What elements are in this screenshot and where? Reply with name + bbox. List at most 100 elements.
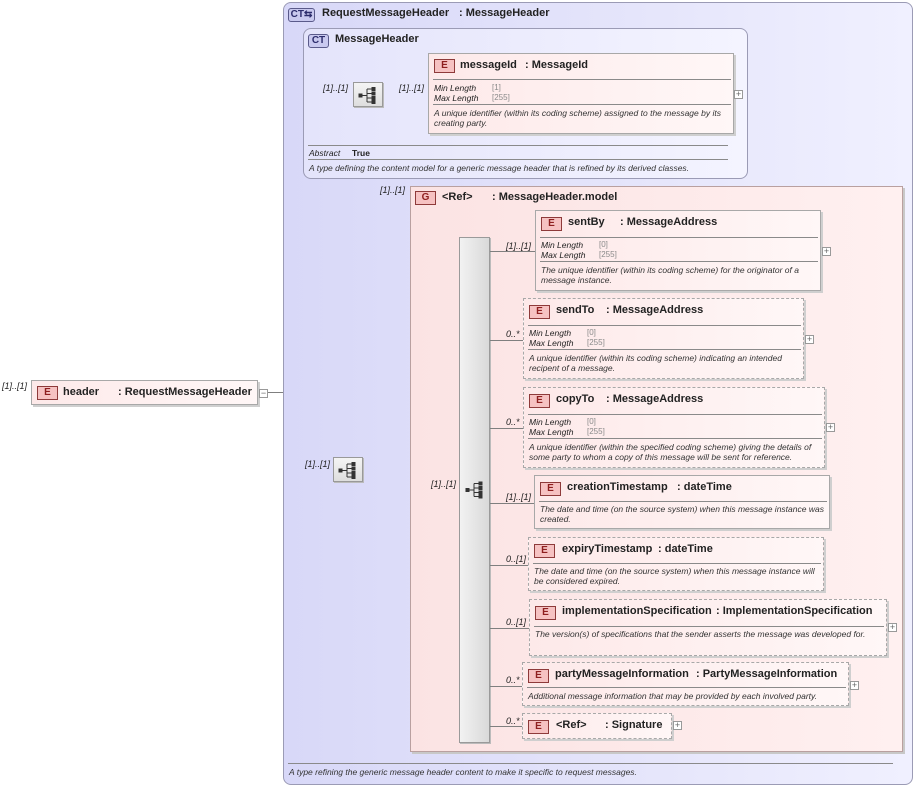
facet-label: Max Length [529, 338, 574, 348]
sequence-compositor-bar[interactable] [459, 237, 490, 743]
complex-type-base: : MessageHeader [459, 7, 550, 19]
element-name: creationTimestamp [567, 481, 668, 493]
facet-value: [255] [492, 93, 510, 102]
sequence2-cardinality: [1]..[1] [305, 459, 331, 469]
header-element[interactable]: E header : RequestMessageHeader [31, 380, 258, 405]
complex-type-badge: CT⇆ [288, 8, 315, 22]
element-name: copyTo [556, 393, 595, 405]
implementation-specification-element[interactable]: E implementationSpecification : Implemen… [529, 599, 887, 656]
element-documentation: A unique identifier (within its coding s… [434, 108, 721, 128]
element-badge: E [541, 217, 562, 231]
group-name: : MessageHeader.model [492, 191, 618, 203]
element-name: sendTo [556, 304, 595, 316]
element-type: : MessageAddress [606, 304, 704, 316]
message-id-element[interactable]: E messageId : MessageId Min Length [1] M… [428, 53, 734, 134]
sequence-cardinality-out: [1]..[1] [399, 83, 425, 93]
complex-type-documentation: A type refining the generic message head… [289, 767, 637, 777]
root-cardinality: [1]..[1] [2, 381, 28, 391]
element-type: : dateTime [658, 543, 713, 555]
facet-label: Max Length [529, 427, 574, 437]
element-type: : MessageId [525, 59, 588, 71]
element-documentation: Additional message information that may … [528, 691, 818, 701]
creation-timestamp-element[interactable]: E creationTimestamp : dateTime The date … [534, 475, 830, 529]
element-type: : MessageAddress [606, 393, 704, 405]
element-name: <Ref> [556, 719, 587, 731]
expand-icon[interactable]: + [826, 422, 835, 432]
sequence-cardinality-in: [1]..[1] [323, 83, 349, 93]
expand-icon[interactable]: + [822, 246, 831, 256]
facet-label: Min Length [529, 417, 572, 427]
element-badge: E [37, 386, 58, 400]
facet-value: [255] [587, 338, 605, 347]
element-cardinality: 0..* [506, 329, 520, 339]
element-documentation: The version(s) of specifications that th… [535, 629, 866, 639]
expand-icon[interactable]: + [734, 89, 743, 99]
expiry-timestamp-element[interactable]: E expiryTimestamp : dateTime The date an… [528, 537, 824, 591]
facet-value: [0] [587, 417, 596, 426]
element-cardinality: 0..[1] [506, 554, 527, 564]
element-cardinality: [1]..[1] [506, 241, 532, 251]
send-to-element[interactable]: E sendTo : MessageAddress Min Length [0]… [523, 298, 804, 379]
element-cardinality: 0..* [506, 675, 520, 685]
facet-label: Min Length [434, 83, 477, 93]
expand-icon[interactable]: + [673, 720, 682, 730]
abstract-label: Abstract [309, 148, 341, 158]
element-name: implementationSpecification [562, 605, 712, 617]
facet-label: Min Length [541, 240, 584, 250]
collapse-icon[interactable]: − [259, 388, 268, 398]
element-name: header [63, 386, 100, 398]
element-documentation: The unique identifier (within its coding… [541, 265, 799, 285]
element-documentation: The date and time (on the source system)… [534, 566, 815, 586]
element-type: : PartyMessageInformation [696, 668, 838, 680]
element-badge: E [434, 59, 455, 73]
sequence-compositor-icon[interactable] [333, 457, 363, 482]
complex-type-title: RequestMessageHeader [322, 7, 450, 19]
element-cardinality: 0..* [506, 417, 520, 427]
copy-to-element[interactable]: E copyTo : MessageAddress Min Length [0]… [523, 387, 825, 468]
signature-ref-element[interactable]: E <Ref> : Signature [522, 713, 672, 739]
element-cardinality: 0..[1] [506, 617, 527, 627]
expand-icon[interactable]: + [805, 334, 814, 344]
element-type: : RequestMessageHeader [118, 386, 252, 398]
abstract-value: True [352, 148, 370, 158]
element-badge: E [528, 669, 549, 683]
element-name: expiryTimestamp [562, 543, 653, 555]
element-name: partyMessageInformation [555, 668, 689, 680]
element-documentation: The date and time (on the source system)… [540, 504, 824, 524]
element-cardinality: [1]..[1] [506, 492, 532, 502]
element-cardinality: 0..* [506, 716, 520, 726]
group-sequence-cardinality: [1]..[1] [431, 479, 457, 489]
facet-label: Min Length [529, 328, 572, 338]
expand-icon[interactable]: + [850, 680, 859, 690]
group-cardinality: [1]..[1] [380, 185, 406, 195]
element-badge: E [529, 394, 550, 408]
element-name: messageId [460, 59, 517, 71]
element-type: : ImplementationSpecification [716, 605, 873, 617]
sent-by-element[interactable]: E sentBy : MessageAddress Min Length [0]… [535, 210, 821, 291]
group-ref: <Ref> [442, 191, 473, 203]
element-documentation: A unique identifier (within its coding s… [529, 353, 782, 373]
sequence-compositor-icon[interactable] [353, 82, 383, 107]
facet-value: [1] [492, 83, 501, 92]
inner-complex-type-title: MessageHeader [335, 33, 419, 45]
facet-value: [0] [587, 328, 596, 337]
facet-label: Max Length [541, 250, 586, 260]
facet-value: [0] [599, 240, 608, 249]
element-type: : MessageAddress [620, 216, 718, 228]
facet-label: Max Length [434, 93, 479, 103]
facet-value: [255] [587, 427, 605, 436]
element-documentation: A unique identifier (within the specifie… [529, 442, 812, 462]
element-badge: E [529, 305, 550, 319]
element-badge: E [534, 544, 555, 558]
inner-complex-type-documentation: A type defining the content model for a … [309, 163, 690, 173]
facet-value: [255] [599, 250, 617, 259]
party-message-information-element[interactable]: E partyMessageInformation : PartyMessage… [522, 662, 849, 706]
element-name: sentBy [568, 216, 605, 228]
element-badge: E [528, 720, 549, 734]
expand-icon[interactable]: + [888, 622, 897, 632]
element-badge: E [540, 482, 561, 496]
element-badge: E [535, 606, 556, 620]
element-type: : dateTime [677, 481, 732, 493]
inner-complex-type-badge: CT [308, 34, 329, 48]
group-badge: G [415, 191, 436, 205]
